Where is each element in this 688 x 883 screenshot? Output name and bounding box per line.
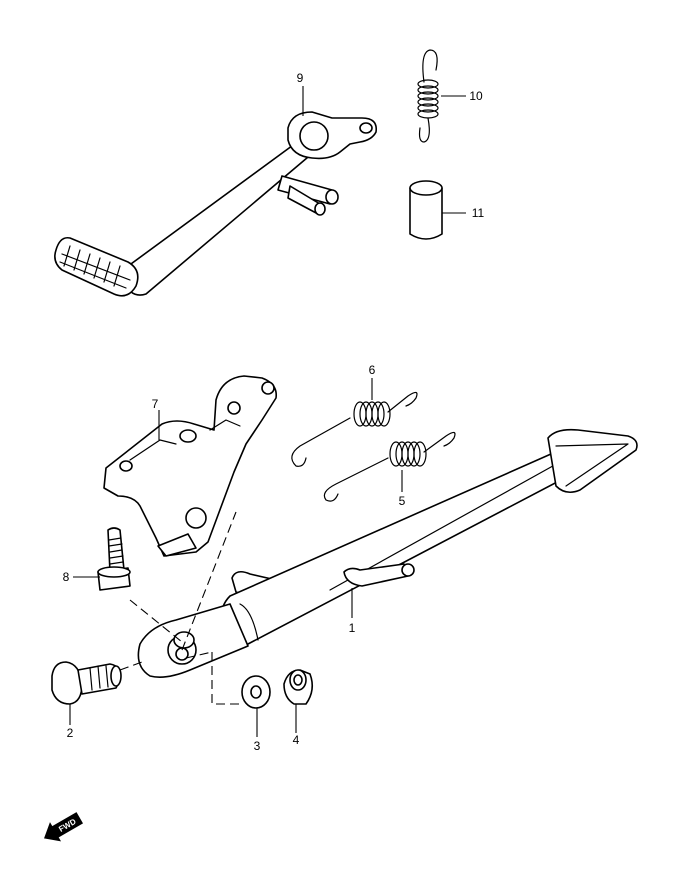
callout-leader-lines [69, 86, 466, 737]
spring-part-6 [291, 391, 418, 467]
nut-part-4 [283, 669, 314, 705]
washer-part-3 [241, 675, 271, 709]
spring-part-10 [417, 49, 439, 143]
collar-part-11 [409, 180, 443, 240]
callout-8: 8 [63, 570, 70, 584]
side-stand-part-1 [137, 428, 638, 678]
callout-6: 6 [369, 363, 376, 377]
shift-lever-part-9 [54, 111, 378, 297]
bracket-part-7 [103, 375, 278, 557]
callout-2: 2 [67, 726, 74, 740]
pivot-bolt-part-2 [51, 661, 122, 705]
forward-direction-arrow-icon: FWD [44, 812, 84, 842]
callout-9: 9 [297, 71, 304, 85]
callout-3: 3 [254, 739, 261, 753]
callout-4: 4 [293, 733, 300, 747]
callout-7: 7 [152, 397, 159, 411]
assembly-guide-lines [119, 511, 240, 705]
spring-part-5 [323, 431, 456, 502]
callout-11: 11 [472, 206, 485, 220]
callout-5: 5 [399, 494, 406, 508]
callout-1: 1 [349, 621, 356, 635]
callout-10: 10 [469, 89, 483, 103]
bolt-part-8 [97, 527, 131, 591]
